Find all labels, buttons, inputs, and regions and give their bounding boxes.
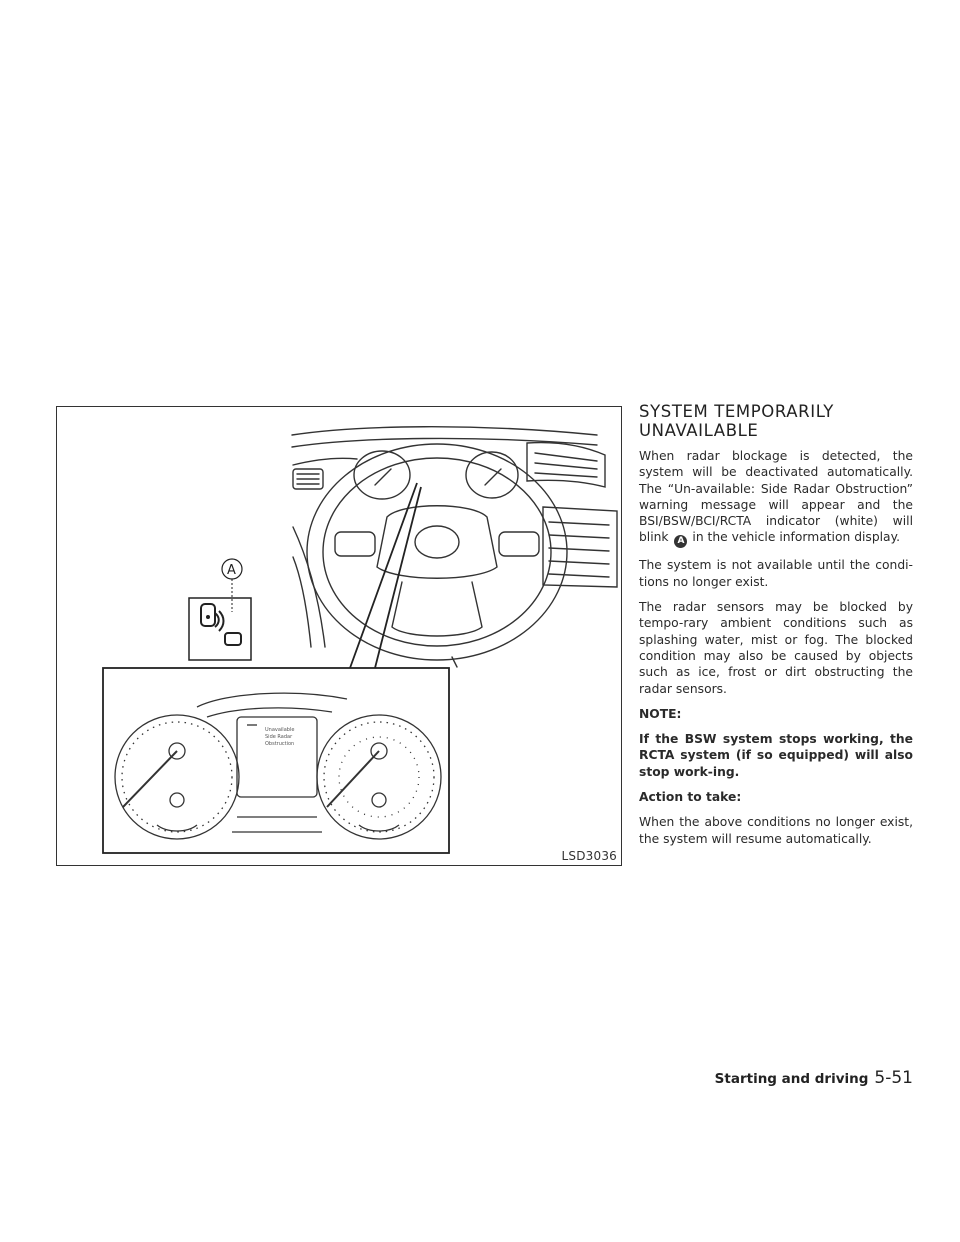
heading-line2: UNAVAILABLE — [639, 421, 759, 440]
cluster-message-line3: Obstruction — [265, 741, 294, 747]
heading-line1: SYSTEM TEMPORARILY — [639, 402, 834, 421]
page-footer: Starting and driving 5-51 — [715, 1068, 913, 1088]
paragraph-3: The radar sensors may be blocked by temp… — [639, 600, 913, 696]
paragraph-1-text-after: in the vehicle information display. — [692, 530, 901, 545]
bsw-indicator-icon — [200, 603, 242, 646]
cockpit-illustration: A — [102, 426, 618, 854]
note-text: If the BSW system stops working, the RCT… — [639, 732, 913, 779]
text-column: SYSTEM TEMPORARILY UNAVAILABLE When rada… — [639, 402, 913, 856]
paragraph-1: When radar blockage is detected, the sys… — [639, 448, 913, 549]
callout-label-a: A — [227, 563, 236, 578]
footer-section-title: Starting and driving — [714, 1071, 869, 1087]
section-heading: SYSTEM TEMPORARILY UNAVAILABLE — [639, 402, 913, 440]
figure-code: LSD3036 — [561, 849, 617, 863]
paragraph-1-text-before: When radar blockage is detected, the sys… — [639, 449, 913, 545]
note-label: NOTE: — [639, 706, 682, 721]
action-text: When the above conditions no longer exis… — [639, 815, 913, 846]
page-number: 5-51 — [874, 1068, 913, 1088]
cluster-message-line2: Side Radar — [265, 734, 293, 740]
cluster-message-line1: Unavailable — [265, 727, 294, 733]
action-label: Action to take: — [639, 790, 742, 805]
callout-reference-a: A — [674, 535, 688, 549]
paragraph-2: The system is not available until the co… — [639, 558, 913, 589]
figure-illustration: A — [56, 406, 622, 866]
